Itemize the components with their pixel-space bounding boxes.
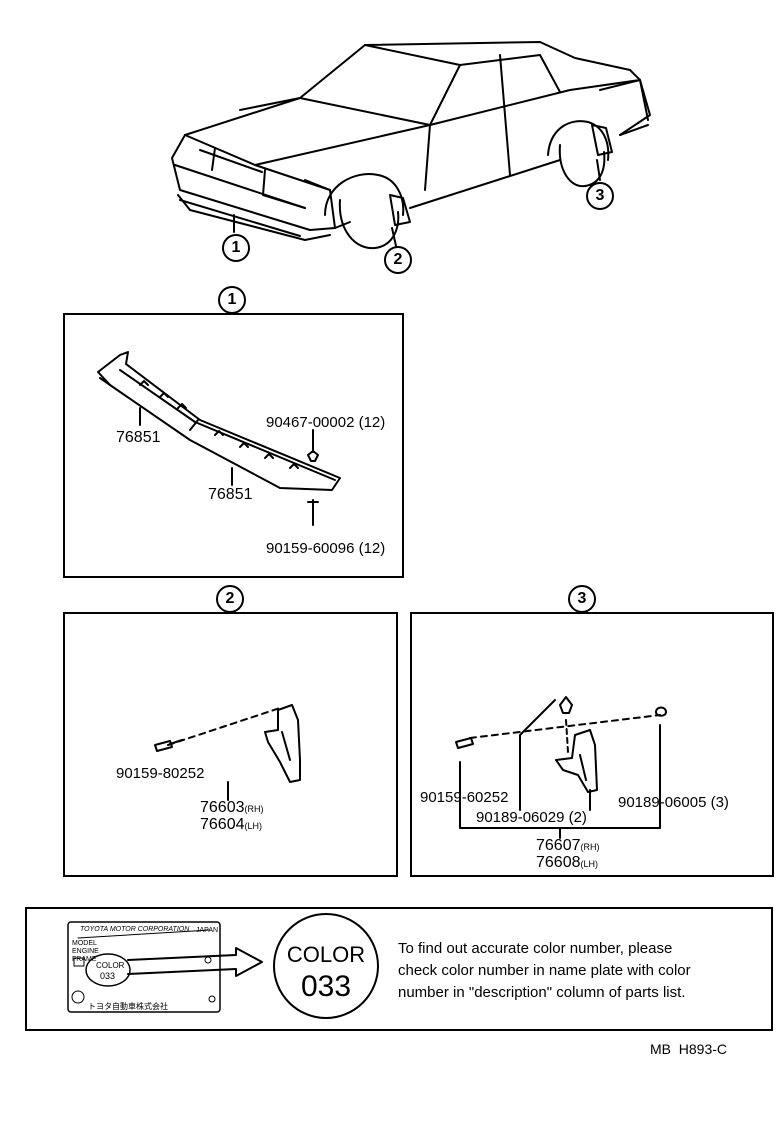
car-illustration	[171, 41, 651, 250]
callout-2-car: 2	[384, 246, 412, 274]
section-1-frame	[63, 313, 404, 578]
color-badge-word: COLOR	[286, 942, 366, 967]
callout-2-section: 2	[216, 585, 244, 613]
plate-engine: ENGINE	[72, 948, 99, 955]
callout-1-car: 1	[222, 234, 250, 262]
name-plate-drawing	[67, 921, 263, 1013]
part-76607: 76607(RH)	[536, 837, 600, 854]
part-clip-90189-06005: 90189-06005 (3)	[618, 794, 729, 811]
mudguard-front-drawing	[154, 704, 301, 801]
plate-frame: FRAME	[72, 956, 97, 963]
part-76603: 76603(RH)	[200, 799, 264, 816]
plate-country: JAPAN	[196, 927, 219, 934]
part-screw-90159-60252: 90159-60252	[420, 789, 509, 806]
part-76604: 76604(LH)	[200, 816, 262, 833]
plate-color-code: 033	[100, 971, 116, 981]
plate-footer: トヨタ自動車株式会社	[88, 1002, 168, 1011]
footer-code: MB H893-C	[650, 1041, 728, 1057]
part-76851-lower: 76851	[208, 486, 253, 503]
part-screw-90159-60096: 90159-60096 (12)	[266, 540, 386, 557]
plate-model: MODEL	[72, 940, 97, 947]
callout-3-car: 3	[586, 182, 614, 210]
color-badge-circle	[273, 913, 379, 1019]
color-note-line-2: check color number in name plate with co…	[398, 962, 691, 979]
part-clip-90189-06029: 90189-06029 (2)	[476, 809, 587, 826]
color-note-line-1: To find out accurate color number, pleas…	[398, 940, 673, 957]
color-note-frame	[25, 907, 773, 1031]
part-76851-upper: 76851	[116, 429, 161, 446]
part-76608: 76608(LH)	[536, 854, 598, 871]
section-2-frame	[63, 612, 398, 877]
part-clip-90467: 90467-00002 (12)	[266, 414, 386, 431]
mudguard-rear-drawing	[455, 696, 667, 839]
callout-3-section: 3	[568, 585, 596, 613]
plate-header: TOYOTA MOTOR CORPORATION	[80, 926, 190, 933]
front-spoiler-drawing	[97, 351, 341, 526]
color-note-line-3: number in "description" column of parts …	[398, 984, 686, 1001]
section-3-frame	[410, 612, 774, 877]
callout-1-section: 1	[218, 286, 246, 314]
color-badge-code: 033	[300, 970, 352, 1003]
part-screw-90159-80252: 90159-80252	[116, 765, 205, 782]
plate-color: COLOR	[96, 961, 125, 970]
